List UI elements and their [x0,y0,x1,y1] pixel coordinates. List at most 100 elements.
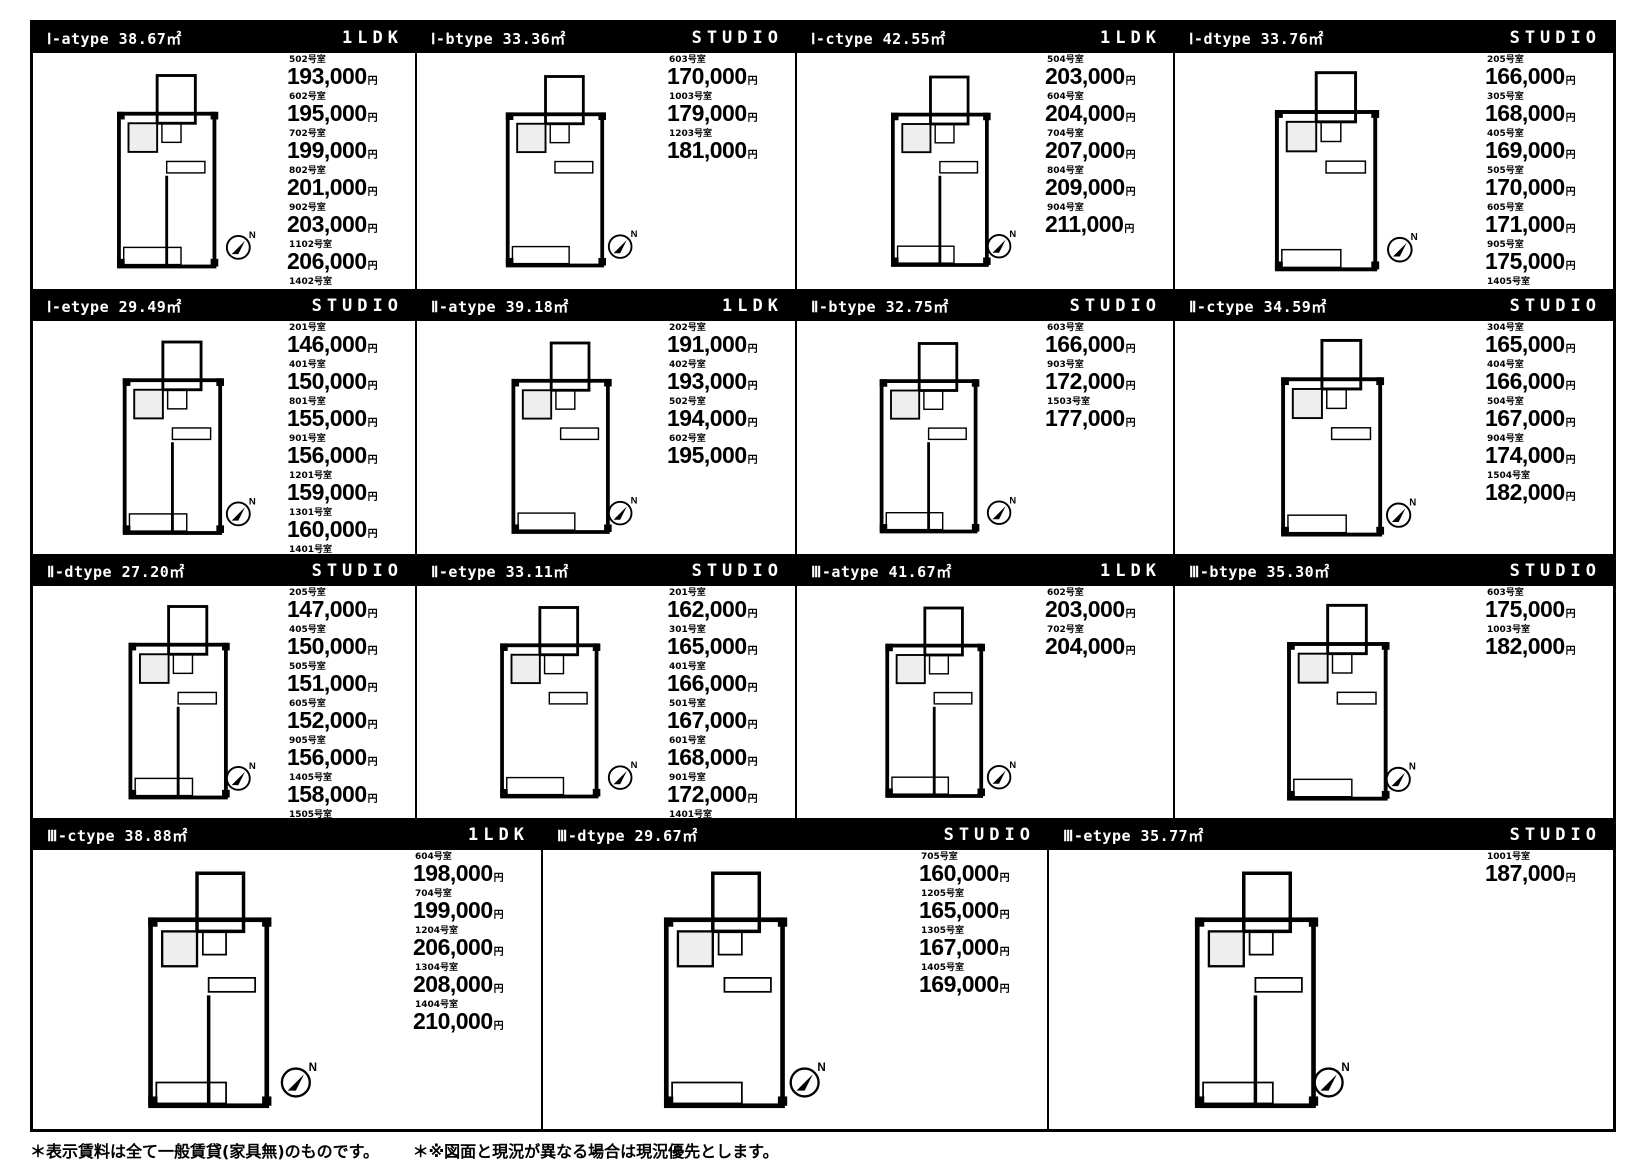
yen-suffix: 円 [1565,187,1576,198]
floorplan-drawing: N [511,341,638,534]
rent-amount: 160,000 [919,860,999,886]
unit-type-name: Ⅱ-dtype 27.20㎡ [47,562,185,581]
room-number: 405号室 [289,625,326,635]
compass-needle-icon [1320,1074,1337,1091]
plan-bath [516,122,547,154]
room-number: 1505号室 [289,810,333,820]
unit-layout-type: 1LDK [1100,561,1161,581]
yen-suffix: 円 [1565,381,1576,392]
rent-price: 160,000円 [919,862,1037,890]
plan-entrance [161,340,203,392]
plan-entrance [917,342,959,392]
compass-icon [607,500,633,526]
plan-pillar [511,378,520,387]
rent-price: 211,000円 [1045,213,1163,241]
plan-bath [901,123,932,154]
plan-pillar [262,1096,272,1106]
yen-suffix: 円 [1565,76,1576,87]
yen-suffix: 円 [1565,609,1576,620]
yen-suffix: 円 [1565,492,1576,503]
rent-price: 182,000円 [1485,481,1603,509]
yen-suffix: 円 [1125,187,1136,198]
plan-kitchen [723,977,772,993]
plan-pillar [210,258,219,267]
floorplan-drawing: N [148,871,317,1109]
unit-type-name: Ⅰ-etype 29.49㎡ [47,297,182,316]
rent-price: 155,000円 [287,407,405,435]
room-number: 1304号室 [415,963,459,973]
plan-pillar [122,378,131,386]
floorplan-image: N [1175,586,1438,818]
rent-amount: 204,000 [1045,633,1125,659]
rent-amount: 152,000 [287,707,367,733]
rent-price: 168,000円 [1485,102,1603,130]
plan-balcony [511,245,570,265]
rent-amount: 172,000 [667,781,747,807]
floorplan-drawing: N [122,340,256,535]
plan-kitchen [171,427,212,441]
floorplan-drawing: N [505,75,638,268]
plan-pillar [663,1096,674,1106]
yen-suffix: 円 [747,150,758,161]
plan-outer-wall [505,112,605,268]
yen-suffix: 円 [747,76,758,87]
rent-price: 182,000円 [1485,635,1603,663]
unit-type-name: Ⅲ-atype 41.67㎡ [811,562,952,581]
plan-bath [133,388,164,420]
rent-amount: 146,000 [287,331,367,357]
rent-price: 199,000円 [287,139,405,167]
yen-suffix: 円 [1125,344,1136,355]
rent-amount: 167,000 [919,934,999,960]
rent-price: 193,000円 [287,65,405,93]
yen-suffix: 円 [1565,418,1576,429]
floorplan-drawing: N [1281,338,1416,537]
rent-price: 175,000円 [1485,250,1603,278]
rent-amount: 169,000 [1485,137,1565,163]
rent-amount: 203,000 [1045,63,1125,89]
compass-label: N [1341,1061,1349,1074]
plan-kitchen [177,691,218,705]
rent-amount: 167,000 [1485,405,1565,431]
plan-entrance [1326,603,1368,656]
yen-suffix: 円 [367,609,378,620]
plan-entrance [195,871,246,934]
compass-needle-icon [231,507,245,521]
yen-suffix: 円 [747,720,758,731]
room-number: 502号室 [669,397,706,407]
plan-pillar [1376,377,1385,386]
compass-label: N [249,761,256,772]
plan-balcony [671,1081,743,1105]
rent-amount: 207,000 [1045,137,1125,163]
room-number: 1001号室 [1487,852,1531,862]
room-number: 1405号室 [289,773,333,783]
room-price-item: 1405号室180,000円 [1485,278,1603,290]
plan-toilet [1326,388,1347,410]
room-number: 1204号室 [415,926,459,936]
floorplan-drawing: N [1287,603,1416,801]
rent-amount: 166,000 [667,670,747,696]
plan-pillar [128,789,137,798]
rent-amount: 156,000 [287,744,367,770]
plan-pillar [505,112,514,120]
compass-label: N [631,760,638,771]
plan-entrance [1314,71,1358,124]
plan-pillar [890,257,899,265]
unit-type-name: Ⅲ-btype 35.30㎡ [1189,562,1330,581]
plan-kitchen [939,160,979,174]
plan-bath [521,389,553,420]
plan-toilet [717,930,743,956]
yen-suffix: 円 [367,529,378,540]
plan-pillar [663,917,674,927]
yen-suffix: 円 [367,646,378,657]
